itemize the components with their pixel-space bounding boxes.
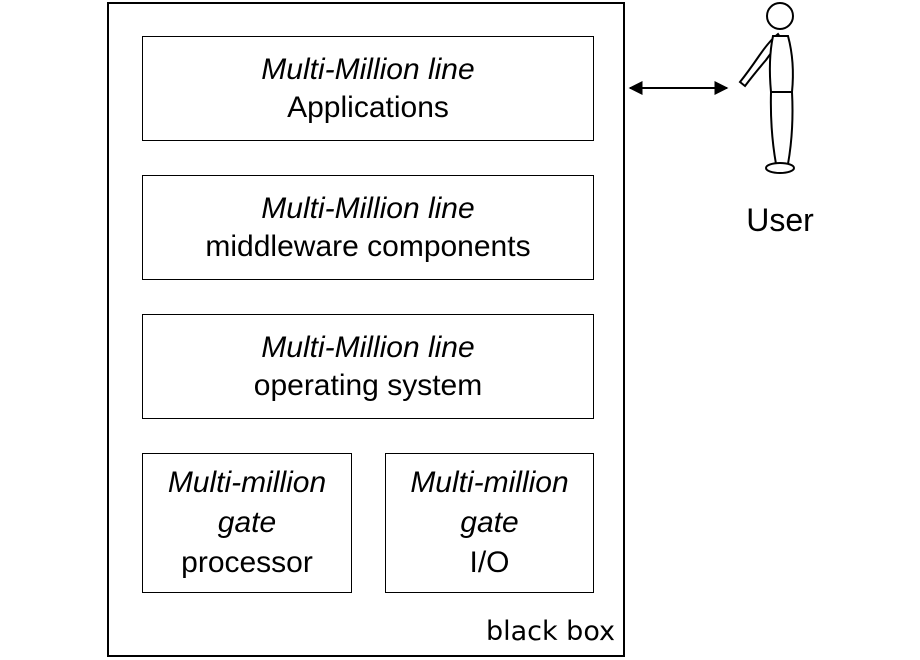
io-block-qualifier: Multi-million — [410, 466, 569, 499]
black-box-caption: black box — [485, 616, 615, 647]
middleware-layer: Multi-Million line middleware components — [142, 175, 594, 280]
applications-layer: Multi-Million line Applications — [142, 36, 594, 141]
io-block: Multi-million gate I/O — [385, 453, 594, 593]
user-head — [766, 2, 794, 30]
processor-block: Multi-million gate processor — [142, 453, 352, 593]
processor-block-qualifier: Multi-million — [167, 466, 327, 499]
os-layer-qualifier: Multi-Million line — [261, 330, 475, 364]
os-layer-title: operating system — [253, 368, 483, 402]
processor-block-title: processor — [181, 546, 313, 579]
user-foot — [765, 162, 795, 174]
user-leg — [769, 91, 794, 165]
user-label: User — [746, 202, 814, 238]
user-torso — [768, 35, 794, 93]
middleware-layer-title: middleware components — [205, 229, 531, 263]
black-box-container: Multi-Million line Applications Multi-Mi… — [107, 2, 625, 657]
applications-layer-title: Applications — [287, 90, 449, 124]
user-figure-icon — [738, 2, 795, 174]
processor-block-gate: gate — [217, 506, 277, 539]
os-layer: Multi-Million line operating system — [142, 314, 594, 419]
middleware-layer-qualifier: Multi-Million line — [261, 191, 475, 225]
io-block-gate: gate — [460, 506, 519, 539]
io-block-title: I/O — [469, 546, 510, 579]
applications-layer-qualifier: Multi-Million line — [261, 52, 475, 86]
